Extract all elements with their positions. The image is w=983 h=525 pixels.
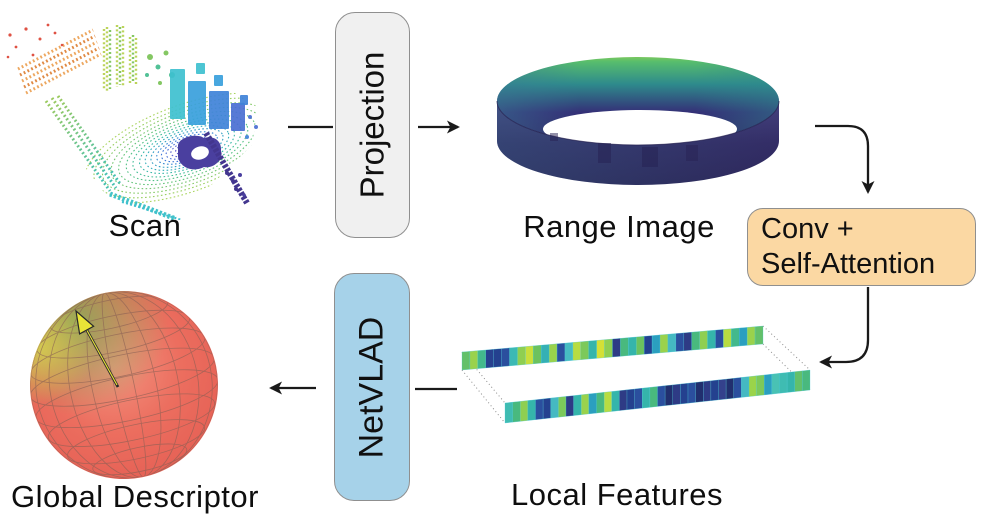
projection-box: Projection: [335, 12, 410, 238]
local-features-label: Local Features: [510, 477, 724, 512]
local-features-figure: [461, 325, 811, 424]
scan-wall-orange: [17, 28, 102, 95]
scan-edge-teal: [109, 191, 183, 220]
scan-pointcloud-figure: [6, 23, 258, 220]
feature-slab-guides: [461, 325, 811, 424]
netvlad-box-label: NetVLAD: [352, 316, 391, 458]
conv-self-attention-box: Conv + Self-Attention: [747, 208, 976, 286]
scan-pillars: [102, 25, 138, 91]
descriptor-arrow: [75, 309, 120, 388]
scan-center-blob: [178, 131, 250, 205]
global-descriptor-figure: [29, 290, 219, 480]
range-image-figure: [496, 57, 780, 185]
scan-wall-green: [44, 95, 123, 192]
edge-range-to-conv: [815, 124, 875, 194]
feature-bar-bottom: [504, 369, 811, 424]
ring-hole: [543, 110, 737, 148]
feature-bar-top: [461, 325, 764, 371]
scan-dots-red: [6, 23, 64, 59]
ring-front-wall: [496, 100, 780, 185]
edge-conv-to-localfeatures: [819, 287, 870, 369]
sphere-yellow-tint: [30, 291, 218, 479]
scan-structures-blue: [170, 63, 258, 139]
netvlad-box: NetVLAD: [334, 273, 410, 501]
range-image-label: Range Image: [523, 209, 715, 244]
scan-label: Scan: [108, 208, 182, 243]
projection-box-label: Projection: [353, 51, 391, 199]
global-descriptor-label: Global Descriptor: [11, 479, 259, 514]
